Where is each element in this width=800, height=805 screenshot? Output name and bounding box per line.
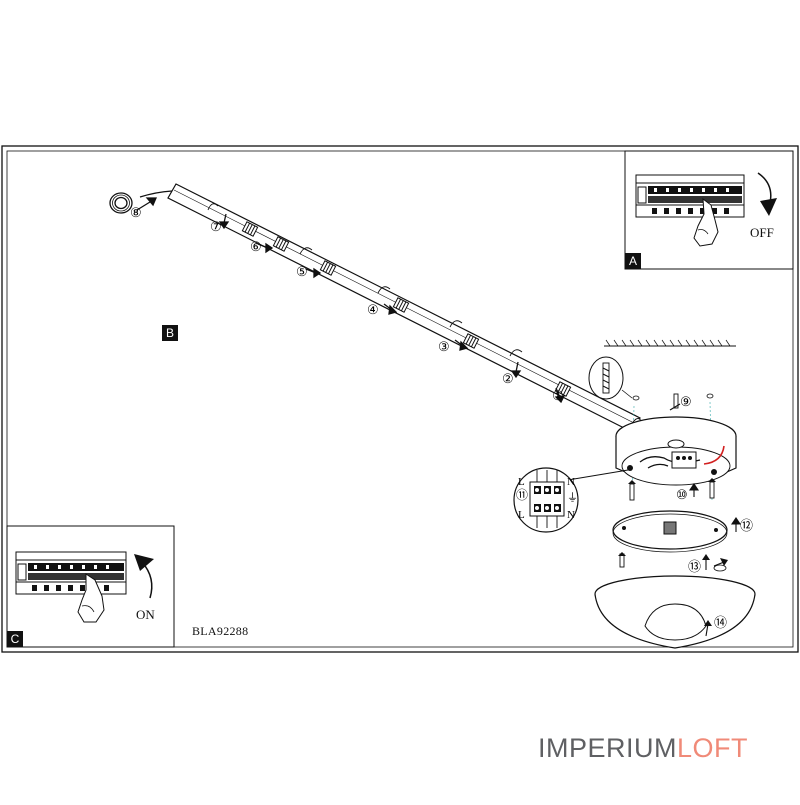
terminal-ground-label: ⏚ — [567, 491, 578, 504]
panel-a-breaker-strip — [635, 172, 777, 247]
step-2-label: ② — [502, 371, 514, 386]
step-11-label: ⑪ — [516, 488, 528, 502]
panel-c-label: C — [7, 631, 23, 647]
end-cap — [109, 192, 133, 214]
step-10-label: ⑩ — [676, 487, 688, 502]
panel-b-label: B — [162, 325, 178, 341]
terminal-n-label: N — [567, 476, 575, 488]
step-7-label: ⑦ — [210, 219, 222, 234]
step-1-label: ① — [552, 388, 564, 403]
brand-logo: IMPERIUMLOFT — [538, 733, 748, 764]
terminal-l-label: L — [518, 476, 525, 488]
model-code: BLA92288 — [192, 624, 249, 638]
step-4-label: ④ — [367, 302, 379, 317]
on-label: ON — [136, 607, 155, 622]
red-wire — [703, 445, 725, 465]
step-8-label: ⑧ — [130, 205, 142, 220]
panel-c-breaker-strip — [15, 551, 154, 623]
step-12-label: ⑫ — [740, 518, 753, 533]
brand-part-1: IMPERIUM — [538, 733, 677, 763]
wall-plug-icon — [588, 356, 633, 400]
step-6-label: ⑥ — [250, 239, 262, 254]
panel-c-hand-icon — [77, 573, 105, 623]
panel-a-breakers — [637, 186, 742, 214]
rail-adapters — [241, 221, 572, 397]
terminal-magnifier — [513, 467, 629, 533]
brand-part-2: LOFT — [677, 733, 749, 763]
step-14-label: ⑭ — [714, 615, 727, 630]
inner-frame — [6, 150, 794, 648]
terminal-n-label-lower: N — [567, 509, 575, 521]
step-9-label: ⑨ — [680, 394, 692, 409]
off-label: OFF — [750, 225, 774, 240]
step10-arrow — [688, 483, 700, 497]
panel-a-hand-icon — [693, 197, 719, 247]
ceiling — [604, 339, 736, 347]
cover-screws — [618, 552, 728, 572]
step12-arrow — [730, 517, 742, 532]
screw-step9 — [669, 393, 681, 411]
rail-hangers — [207, 203, 523, 357]
drill-points — [632, 393, 714, 401]
step-13-label: ⑬ — [688, 559, 701, 574]
panel-a-label: A — [625, 253, 641, 269]
step-5-label: ⑤ — [296, 264, 308, 279]
glass-shade — [594, 575, 756, 649]
rail-step-arrows — [136, 197, 566, 404]
outer-frame — [1, 145, 799, 653]
step-3-label: ③ — [438, 339, 450, 354]
terminal-l-label-lower: L — [518, 509, 525, 521]
mounting-plate — [612, 510, 728, 553]
canopy-base — [615, 416, 737, 486]
base-screws — [628, 478, 716, 501]
